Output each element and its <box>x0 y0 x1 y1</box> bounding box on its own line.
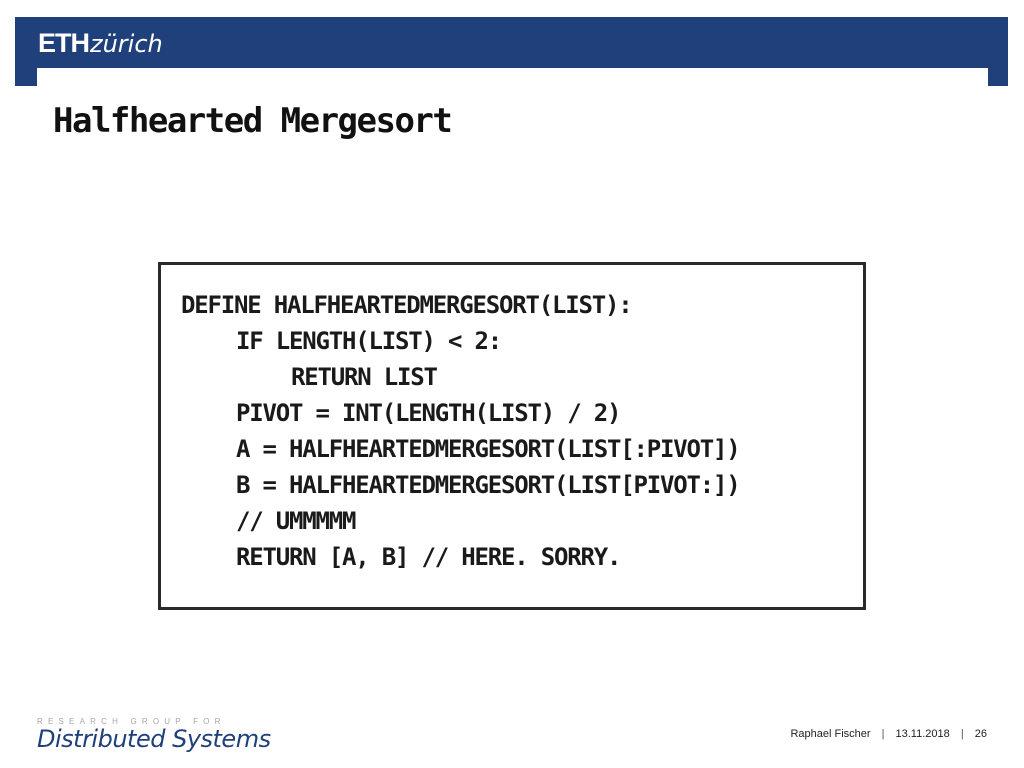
code-line: RETURN [A, B] // HERE. SORRY. <box>236 543 621 571</box>
code-listing: DEFINE HALFHEARTEDMERGESORT(LIST): IF LE… <box>181 287 741 575</box>
code-line: DEFINE HALFHEARTEDMERGESORT(LIST): <box>181 291 633 319</box>
code-line: A = HALFHEARTEDMERGESORT(LIST[:PIVOT]) <box>236 435 741 463</box>
logo-eth-text: ETH <box>38 28 90 58</box>
footer-separator: | <box>960 728 964 740</box>
footer-group-label: RESEARCH GROUP FOR <box>37 717 226 726</box>
footer-meta: Raphael Fischer | 13.11.2018 | 26 <box>790 728 987 740</box>
eth-zurich-logo: ETHzürich <box>38 26 163 60</box>
slide-title: Halfhearted Mergesort <box>53 101 453 141</box>
footer-separator: | <box>881 728 885 740</box>
header-divider <box>37 68 988 71</box>
footer-page-number: 26 <box>974 728 987 740</box>
footer-author: Raphael Fischer <box>790 728 871 740</box>
code-comic-panel: DEFINE HALFHEARTEDMERGESORT(LIST): IF LE… <box>158 262 866 610</box>
footer-date: 13.11.2018 <box>895 728 950 740</box>
code-line: IF LENGTH(LIST) < 2: <box>236 327 502 355</box>
code-line: B = HALFHEARTEDMERGESORT(LIST[PIVOT:]) <box>236 471 741 499</box>
header-tab-right <box>988 70 1008 86</box>
code-line: PIVOT = INT(LENGTH(LIST) / 2) <box>236 399 621 427</box>
logo-zurich-text: zürich <box>90 30 163 58</box>
code-line: // UMMMMM <box>236 507 356 535</box>
header-band <box>15 17 1008 70</box>
footer-group-name: Distributed Systems <box>37 725 271 753</box>
code-line: RETURN LIST <box>291 363 438 391</box>
header-tab-left <box>15 70 37 86</box>
